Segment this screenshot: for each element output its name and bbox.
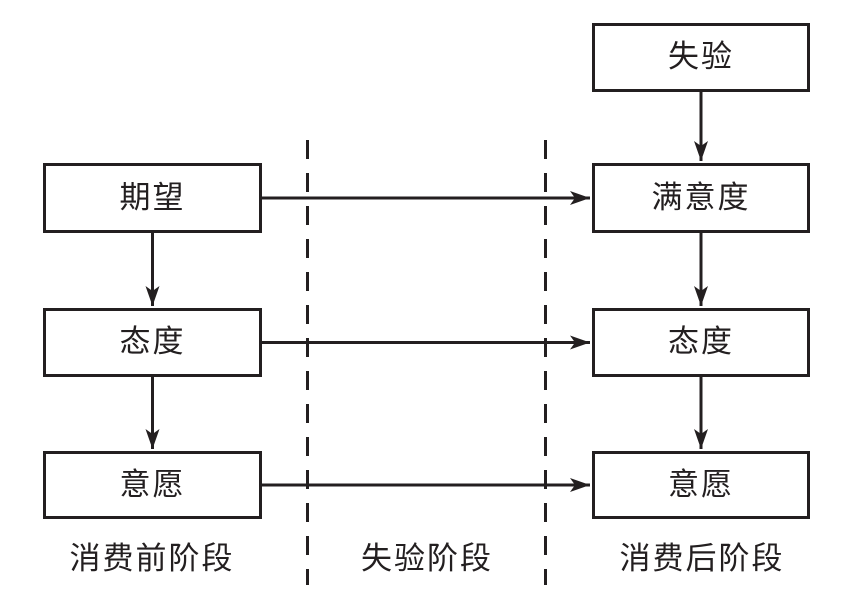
box-intention-pre: 意愿 (43, 451, 262, 519)
box-satisfaction: 满意度 (592, 163, 810, 233)
box-attitude-pre: 态度 (43, 308, 262, 377)
box-attitude-post: 态度 (592, 308, 810, 377)
stage-label-disconfirmation-stage: 失验阶段 (361, 541, 493, 577)
stage-label-pre-consumption: 消费前阶段 (69, 541, 235, 577)
stage-label-post-consumption: 消费后阶段 (619, 541, 785, 577)
box-expectation: 期望 (43, 163, 262, 233)
box-disconfirmation: 失验 (592, 23, 810, 92)
box-intention-post: 意愿 (592, 451, 810, 519)
